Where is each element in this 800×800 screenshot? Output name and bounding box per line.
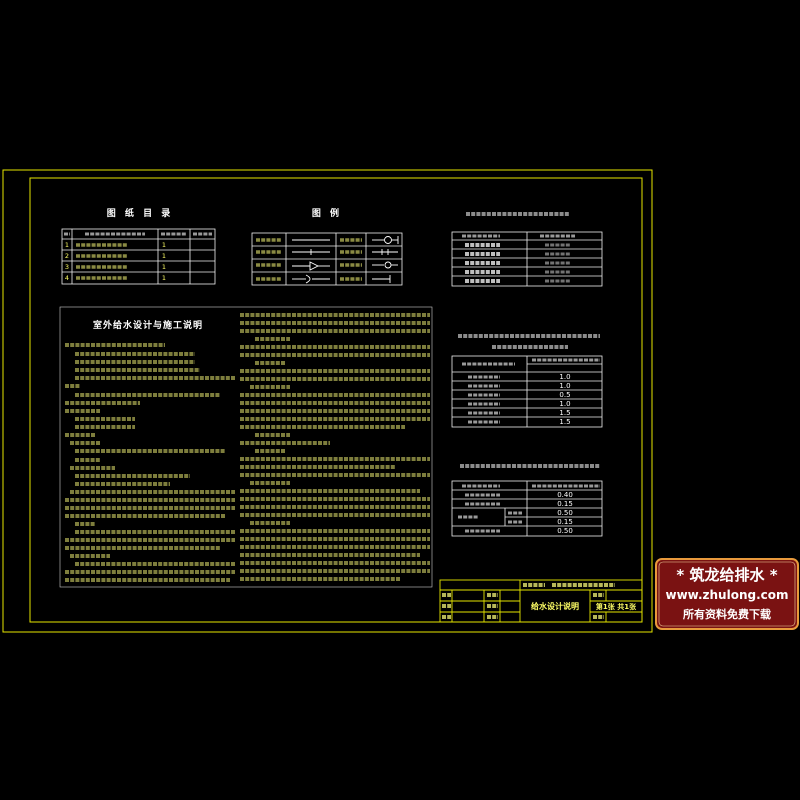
index-row-number: 1 [65,241,69,249]
legend-symbol-valve [372,236,399,244]
illegible-text-lines [64,212,615,619]
mid-table-value: 1.5 [559,409,570,417]
legend: 图 例 [251,207,403,286]
legend-symbol-meter [372,249,398,255]
design-notes-frame [59,306,433,588]
index-row-count: 1 [162,241,166,249]
design-notes: 室外给水设计与施工说明 [59,306,433,588]
mid-table-value: 1.0 [559,400,570,408]
watermark-brand: * 筑龙给排水 * [676,566,777,584]
mid-table-value: 1.0 [559,382,570,390]
outer-frame [2,169,653,633]
index-row-count: 1 [162,252,166,260]
inner-frame [29,177,643,623]
drawing-name: 给水设计说明 [531,601,579,611]
legend-title: 图 例 [312,207,342,219]
legend-symbol-blind [372,275,391,283]
index-row-number: 2 [65,252,69,260]
low-table-value: 0.50 [557,509,573,517]
low-table-value: 0.40 [557,491,573,499]
legend-symbol-reducer [292,274,330,284]
right-top-table [451,231,603,287]
drawing-index: 图 纸 目 录 1 2 3 4 1 1 1 1 [61,207,216,285]
index-row-count: 1 [162,263,166,271]
index-row-count: 1 [162,274,166,282]
watermark-slogan: 所有资料免费下载 [683,607,771,621]
drawing-index-table [61,228,216,285]
right-middle-table: 1.0 1.0 0.5 1.0 1.5 1.5 [451,355,603,428]
watermark-box [655,558,799,630]
mid-table-value: 0.5 [559,391,570,399]
low-table-value: 0.15 [557,518,573,526]
legend-symbol-hydrant [372,261,398,269]
watermark-url: www.zhulong.com [665,588,788,602]
watermark: * 筑龙给排水 * www.zhulong.com 所有资料免费下载 [655,558,799,630]
legend-symbol-fitting [292,249,330,255]
mid-table-value: 1.5 [559,418,570,426]
sheet-number: 第1张 共1张 [596,602,637,611]
index-row-number: 4 [65,274,69,282]
low-table-value: 0.15 [557,500,573,508]
title-block: 给水设计说明 第1张 共1张 [439,579,643,623]
design-notes-title: 室外给水设计与施工说明 [93,319,203,331]
right-lower-table: 0.40 0.15 0.50 0.15 0.50 [451,480,603,537]
mid-table-value: 1.0 [559,373,570,381]
low-table-value: 0.50 [557,527,573,535]
legend-symbol-check [292,261,330,271]
drawing-index-title: 图 纸 目 录 [107,207,173,219]
index-row-number: 3 [65,263,69,271]
